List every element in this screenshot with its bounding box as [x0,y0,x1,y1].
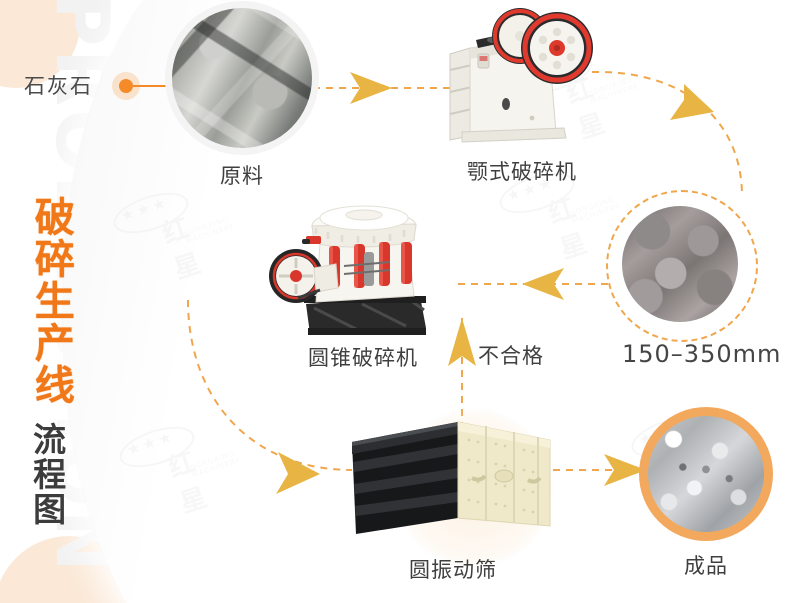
finished-aggregate-image [648,416,764,532]
connector-cone-to-screen [187,299,353,471]
poster-title-block: 破碎生产线 流程图 [27,196,104,527]
page-title: 破碎生产线 [27,196,74,406]
arrow-right-screen-to-product-icon [604,454,646,486]
node-caption: 原料 [220,164,264,188]
arrow-right-cone-to-screen-icon [276,452,320,494]
node-caption: 成品 [684,554,728,578]
raw-material-photo [172,8,312,148]
node-jaw-crusher[interactable]: 颚式破碎机 [432,4,612,184]
node-caption: 圆振动筛 [409,558,497,582]
node-raw-material[interactable]: 原料 [172,8,312,188]
node-vibrating-screen[interactable]: 圆振动筛 [338,408,568,582]
feed-marker-dot-icon [119,79,133,93]
reject-flow-label: 不合格 [478,344,544,368]
node-cone-crusher[interactable]: 圆锥破碎机 [258,192,468,370]
connector-jaw-to-stones [591,70,743,197]
node-caption: 150–350mm [622,340,782,368]
node-caption: 圆锥破碎机 [308,346,418,370]
arrow-right-raw-to-jaw-icon [350,72,392,104]
cone-crusher-illustration [269,205,426,335]
arrow-left-stones-to-cone-icon [522,268,564,300]
page-subtitle: 流程图 [27,422,67,527]
arrow-up-reject-icon [448,318,476,366]
node-crushed-stones[interactable]: 150–350mm [606,190,780,368]
dashed-ring-decoration [606,190,758,342]
limestone-rock-image [172,8,312,148]
node-caption: 颚式破碎机 [467,160,577,184]
node-finished-product[interactable]: 成品 [639,407,773,578]
vibrating-screen-illustration [352,421,551,534]
feed-material-label: 石灰石 [24,74,93,98]
jaw-crusher-illustration [449,8,593,143]
arrow-curve-jaw-to-stones-icon [670,84,714,120]
